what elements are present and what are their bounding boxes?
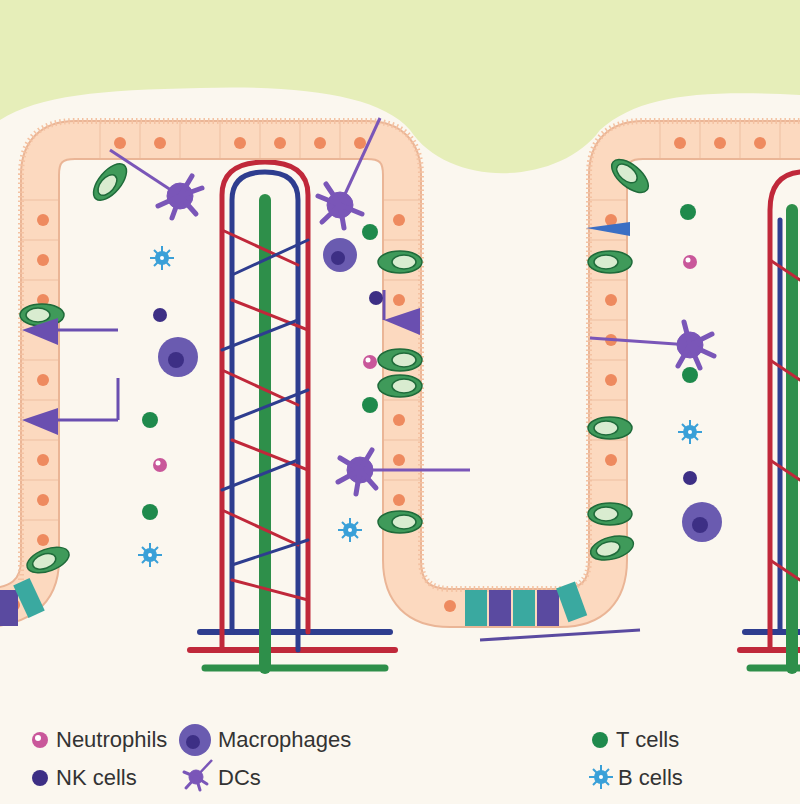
legend-label: DCs (218, 767, 261, 789)
legend-label: B cells (618, 767, 683, 789)
villus-vessels (740, 172, 800, 668)
crypt-cells (0, 578, 640, 640)
legend-label: Neutrophils (56, 729, 167, 751)
epithelium (0, 121, 800, 608)
goblet-cells (20, 153, 654, 577)
intraepithelial-cells (22, 222, 630, 435)
legend-label: Macrophages (218, 729, 351, 751)
immune-cells (110, 118, 722, 567)
legend-icons (32, 724, 613, 790)
villus-vessels (190, 162, 395, 668)
cell-borders (22, 122, 780, 520)
epithelial-nuclei (8, 137, 766, 612)
legend-label: NK cells (56, 767, 137, 789)
legend-label: T cells (616, 729, 679, 751)
